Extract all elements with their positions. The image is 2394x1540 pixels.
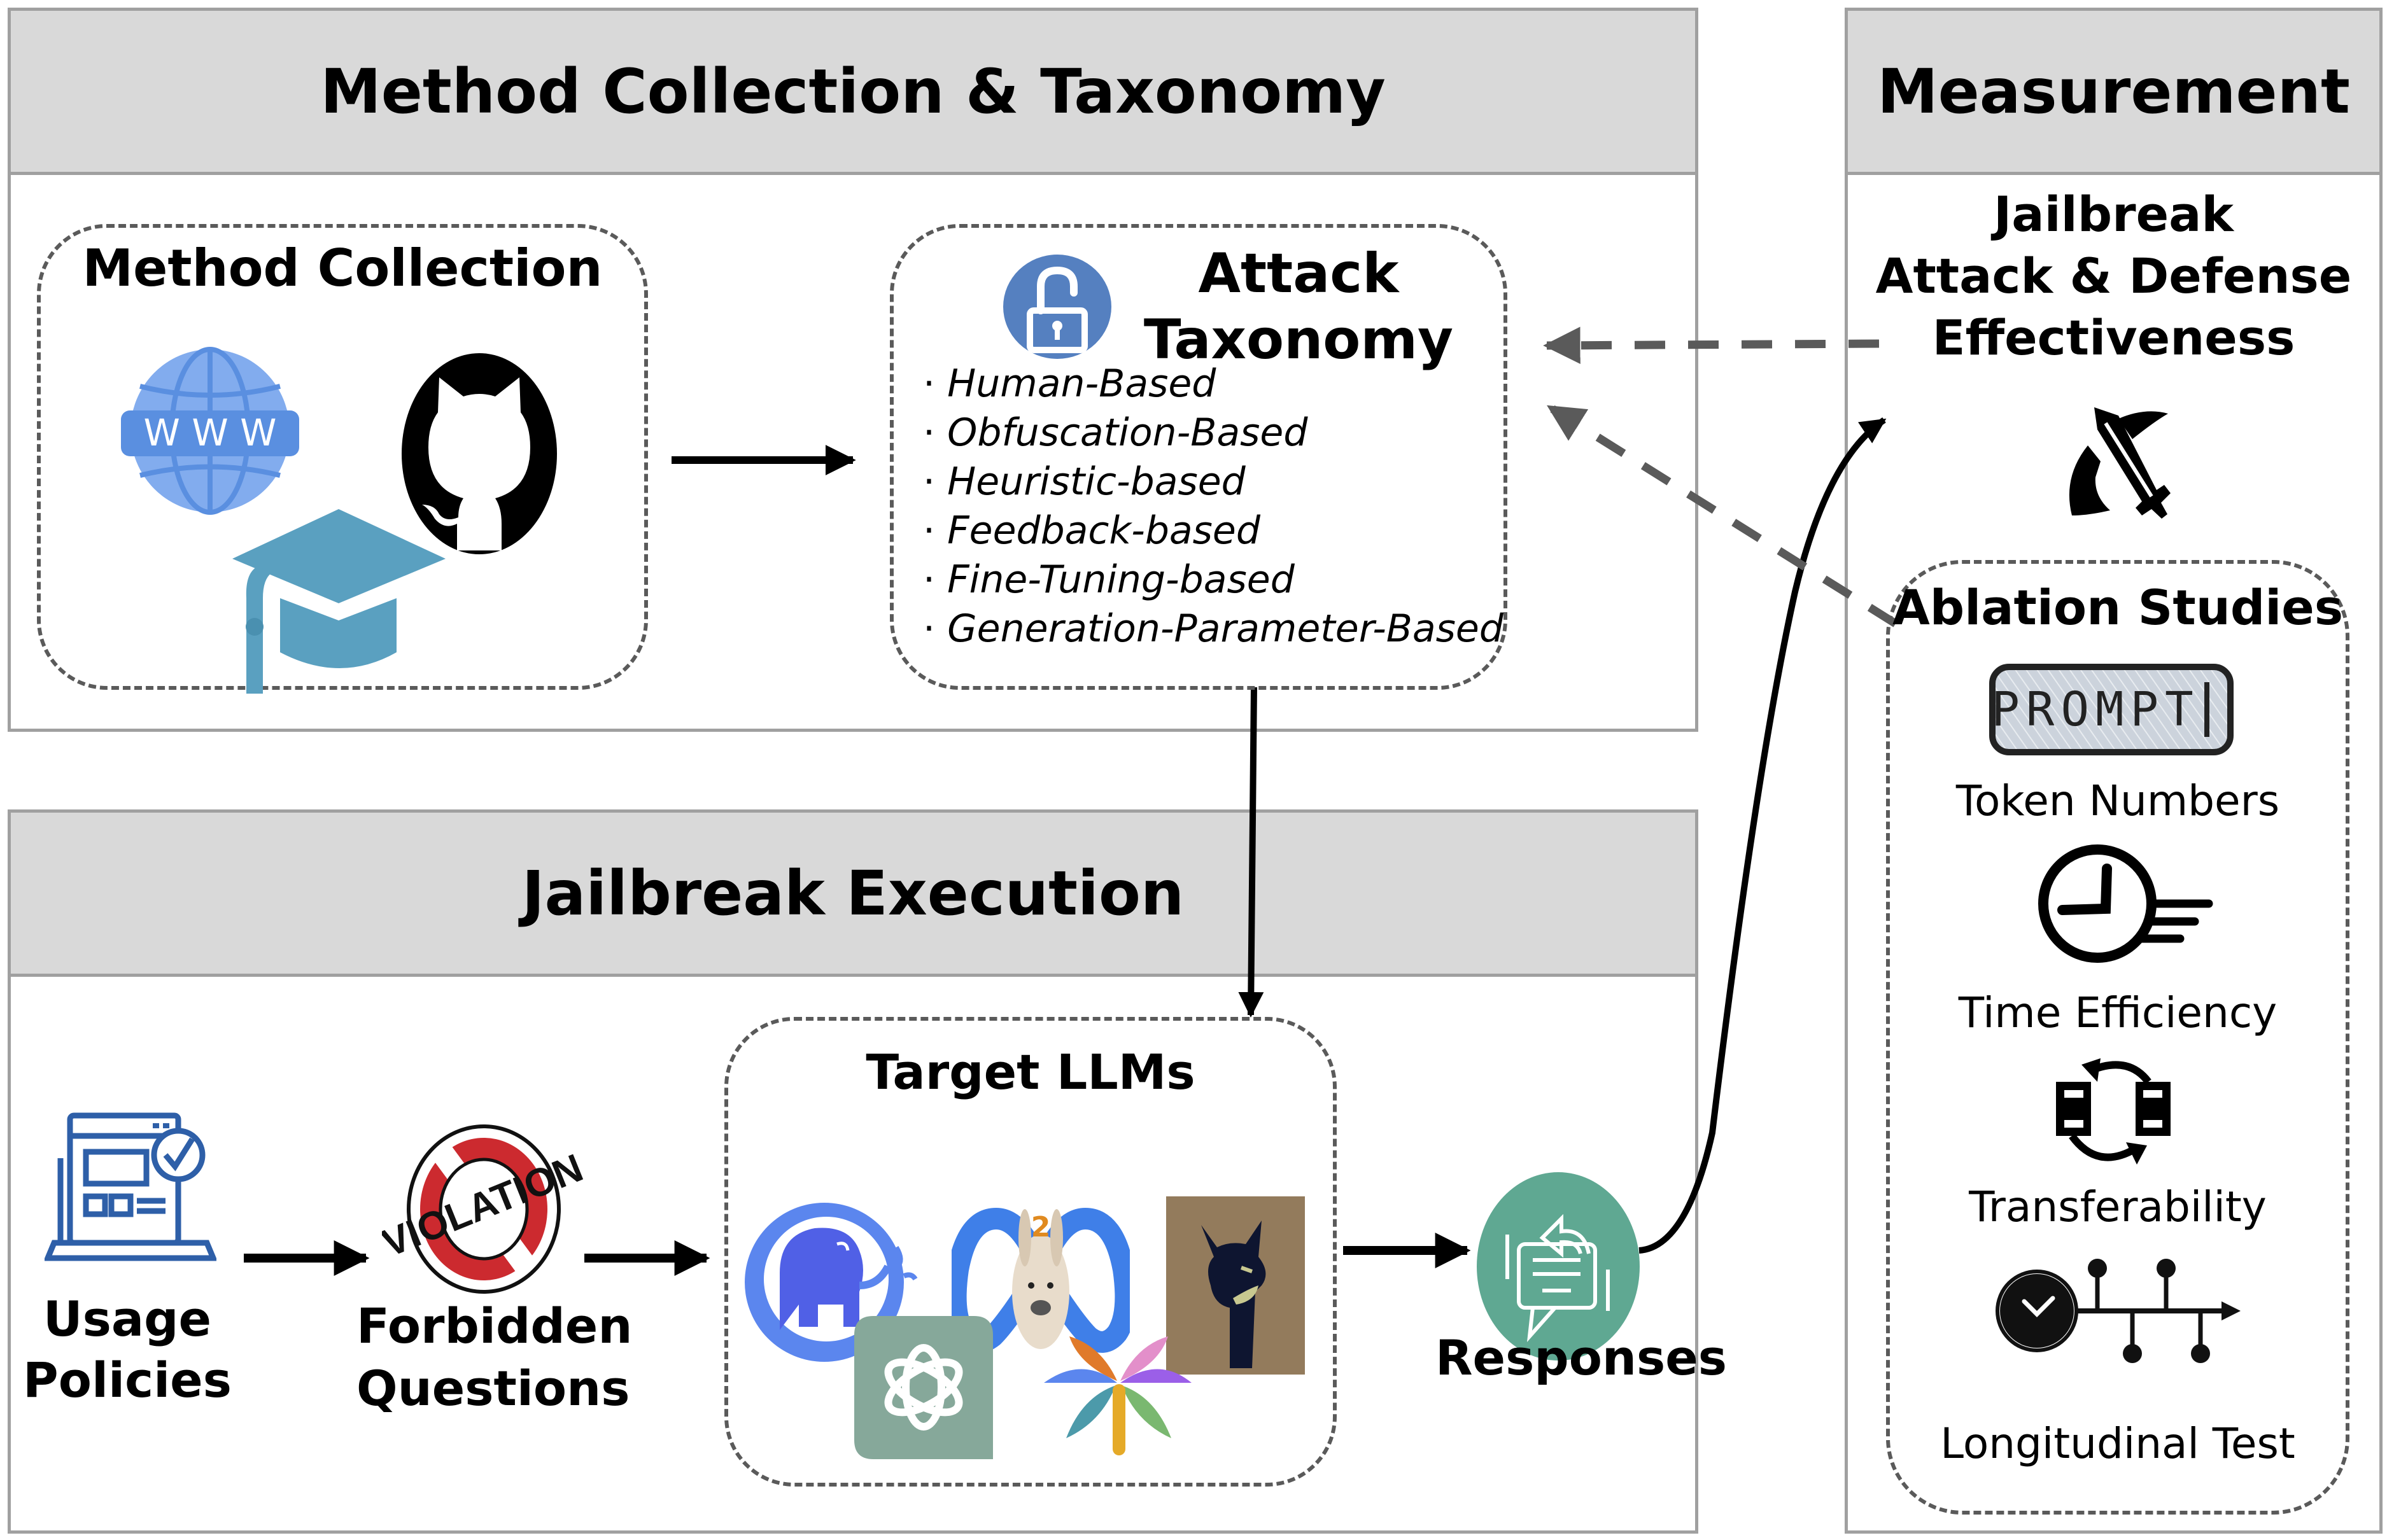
ablation-item-longitudinal-test: Longitudinal Test — [1940, 1419, 2295, 1468]
panel-measurement: Measurement — [1845, 8, 2383, 1534]
forbidden-questions-label: Forbidden Questions — [356, 1295, 633, 1420]
target-llms-title: Target LLMs — [866, 1044, 1195, 1100]
graduation-cap-icon — [232, 509, 446, 694]
violation-stamp-icon: VIOLATION — [382, 1124, 586, 1294]
target-llms-box — [724, 1017, 1337, 1487]
fast-clock-icon — [2038, 844, 2213, 963]
effectiveness-line2: Attack & Defense — [1875, 248, 2352, 304]
panel-header: Method Collection & Taxonomy — [11, 11, 1695, 175]
www-text: W W W — [144, 411, 277, 454]
palm-logo — [1044, 1336, 1192, 1455]
unlocked-padlock-icon — [1003, 255, 1111, 359]
prompt-token-icon: PROMPT — [1989, 664, 2234, 755]
method-collection-box — [37, 224, 648, 690]
effectiveness-title: Jailbreak Attack & Defense Effectiveness — [1845, 183, 2383, 368]
method-collection-title: Method Collection — [82, 239, 603, 298]
usage-policies-line2: Policies — [23, 1352, 232, 1408]
transfer-cycle-icon — [2056, 1058, 2171, 1165]
taxonomy-item: Human-Based — [923, 360, 1503, 409]
attack-taxonomy-title: Attack Taxonomy — [1120, 241, 1477, 373]
taxonomy-item: Heuristic-based — [923, 458, 1503, 507]
policy-laptop-icon — [45, 1112, 216, 1261]
sword-shield-icon — [2069, 407, 2171, 519]
effectiveness-line3: Effectiveness — [1932, 309, 2295, 366]
taxonomy-item: Feedback-based — [923, 507, 1503, 556]
taxonomy-item: Fine-Tuning-based — [923, 556, 1503, 605]
chat-reply-icon — [1477, 1172, 1640, 1361]
chatgpt-logo — [854, 1316, 993, 1459]
usage-policies-line1: Usage — [43, 1291, 212, 1347]
www-globe-icon: W W W — [121, 347, 299, 515]
panel-title: Method Collection & Taxonomy — [320, 55, 1386, 127]
panel-jailbreak-execution: Jailbreak Execution — [8, 809, 1698, 1534]
attack-taxonomy-title-line1: Attack — [1198, 242, 1399, 305]
prompt-token-text: PROMPT — [1991, 682, 2199, 737]
effectiveness-line1: Jailbreak — [1994, 186, 2234, 242]
llama-badge: 2 — [1031, 1211, 1051, 1243]
attack-taxonomy-box — [890, 224, 1507, 690]
ablation-studies-box — [1886, 560, 2349, 1515]
ablation-item-time-efficiency: Time Efficiency — [1958, 988, 2278, 1037]
ablation-item-transferability: Transferability — [1969, 1182, 2267, 1231]
panel-header: Jailbreak Execution — [11, 813, 1695, 977]
llama2-meta-logo: 2 — [952, 1207, 1130, 1353]
timeline-clock-icon — [1996, 1259, 2241, 1363]
taxonomy-item: Generation-Parameter-Based — [923, 605, 1503, 654]
forbidden-questions-line1: Forbidden — [356, 1298, 633, 1354]
taxonomy-item: Obfuscation-Based — [923, 409, 1503, 458]
usage-policies-label: Usage Policies — [13, 1289, 242, 1411]
attack-taxonomy-list: Human-Based Obfuscation-Based Heuristic-… — [923, 360, 1503, 654]
ablation-item-token-numbers: Token Numbers — [1955, 776, 2280, 825]
github-icon — [402, 353, 557, 554]
panel-title: Jailbreak Execution — [521, 857, 1185, 929]
responses-label: Responses — [1435, 1329, 1728, 1386]
panel-title: Measurement — [1877, 55, 2350, 127]
forbidden-questions-line2: Questions — [356, 1360, 630, 1417]
ablation-studies-title: Ablation Studies — [1892, 579, 2344, 636]
alpaca-logo — [1166, 1196, 1305, 1375]
panel-header: Measurement — [1848, 11, 2379, 175]
